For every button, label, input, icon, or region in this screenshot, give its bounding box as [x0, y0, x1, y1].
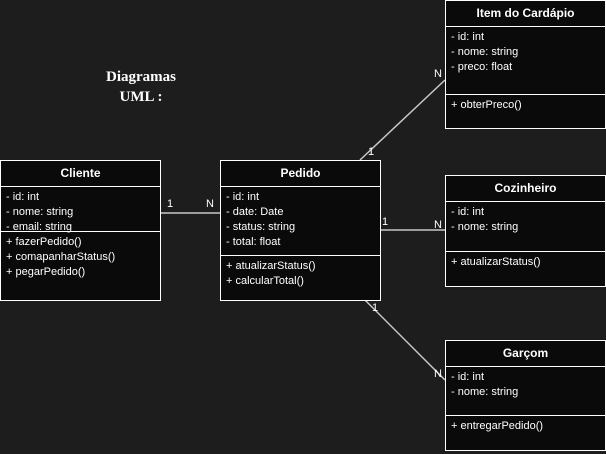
class-garcom-methods: + entregarPedido(): [446, 415, 605, 438]
method: + entregarPedido(): [451, 420, 544, 432]
method: + pegarPedido(): [6, 266, 86, 278]
multiplicity-pedido-item-from: 1: [368, 146, 375, 158]
class-pedido[interactable]: Pedido - id: int - date: Date - status: …: [220, 160, 381, 301]
method: + calcularTotal(): [226, 275, 304, 287]
class-item-cardapio-methods: + obterPreco(): [446, 94, 605, 117]
attribute: - id: int: [451, 371, 485, 383]
attribute: - id: int: [451, 31, 485, 43]
class-cozinheiro-attributes: - id: int - nome: string: [446, 202, 605, 251]
multiplicity-pedido-cozinheiro-to: N: [434, 219, 442, 231]
class-cliente-title: Cliente: [1, 161, 160, 187]
attribute: - date: Date: [226, 206, 284, 218]
class-pedido-methods: + atualizarStatus() + calcularTotal(): [221, 255, 380, 293]
attribute: - nome: string: [451, 221, 519, 233]
heading-line-1: Diagramas: [106, 69, 176, 85]
class-cozinheiro-title: Cozinheiro: [446, 176, 605, 202]
class-pedido-attributes: - id: int - date: Date - status: string …: [221, 187, 380, 255]
attribute: - id: int: [451, 206, 485, 218]
class-item-cardapio-attributes: - id: int - nome: string - preco: float: [446, 27, 605, 94]
method: + atualizarStatus(): [451, 256, 541, 268]
attribute: - preco: float: [451, 61, 513, 73]
diagram-heading: Diagramas UML :: [88, 67, 194, 107]
method: + atualizarStatus(): [226, 260, 316, 272]
method: + fazerPedido(): [6, 236, 82, 248]
class-cliente-methods: + fazerPedido() + comapanharStatus() + p…: [1, 231, 160, 284]
class-cliente[interactable]: Cliente - id: int - nome: string - email…: [0, 160, 161, 301]
class-item-cardapio[interactable]: Item do Cardápio - id: int - nome: strin…: [445, 0, 606, 129]
attribute: - id: int: [226, 191, 260, 203]
multiplicity-cliente-pedido-from: 1: [167, 198, 174, 210]
attribute: - email: string: [6, 221, 73, 233]
method: + obterPreco(): [451, 99, 522, 111]
multiplicity-cliente-pedido-to: N: [206, 198, 214, 210]
heading-line-2: UML :: [119, 89, 163, 105]
multiplicity-pedido-garcom-to: N: [434, 368, 442, 380]
attribute: - total: float: [226, 236, 281, 248]
multiplicity-pedido-garcom-from: 1: [372, 302, 379, 314]
multiplicity-pedido-item-to: N: [434, 68, 442, 80]
class-garcom-title: Garçom: [446, 341, 605, 367]
class-garcom[interactable]: Garçom - id: int - nome: string + entreg…: [445, 340, 606, 451]
attribute: - nome: string: [451, 386, 519, 398]
attribute: - nome: string: [6, 206, 74, 218]
attribute: - id: int: [6, 191, 40, 203]
class-garcom-attributes: - id: int - nome: string: [446, 367, 605, 415]
class-pedido-title: Pedido: [221, 161, 380, 187]
method: + comapanharStatus(): [6, 251, 116, 263]
class-item-cardapio-title: Item do Cardápio: [446, 1, 605, 27]
attribute: - nome: string: [451, 46, 519, 58]
attribute: - status: string: [226, 221, 296, 233]
class-cozinheiro-methods: + atualizarStatus(): [446, 251, 605, 274]
class-cozinheiro[interactable]: Cozinheiro - id: int - nome: string + at…: [445, 175, 606, 287]
multiplicity-pedido-cozinheiro-from: 1: [382, 216, 389, 228]
class-cliente-attributes: - id: int - nome: string - email: string: [1, 187, 160, 233]
